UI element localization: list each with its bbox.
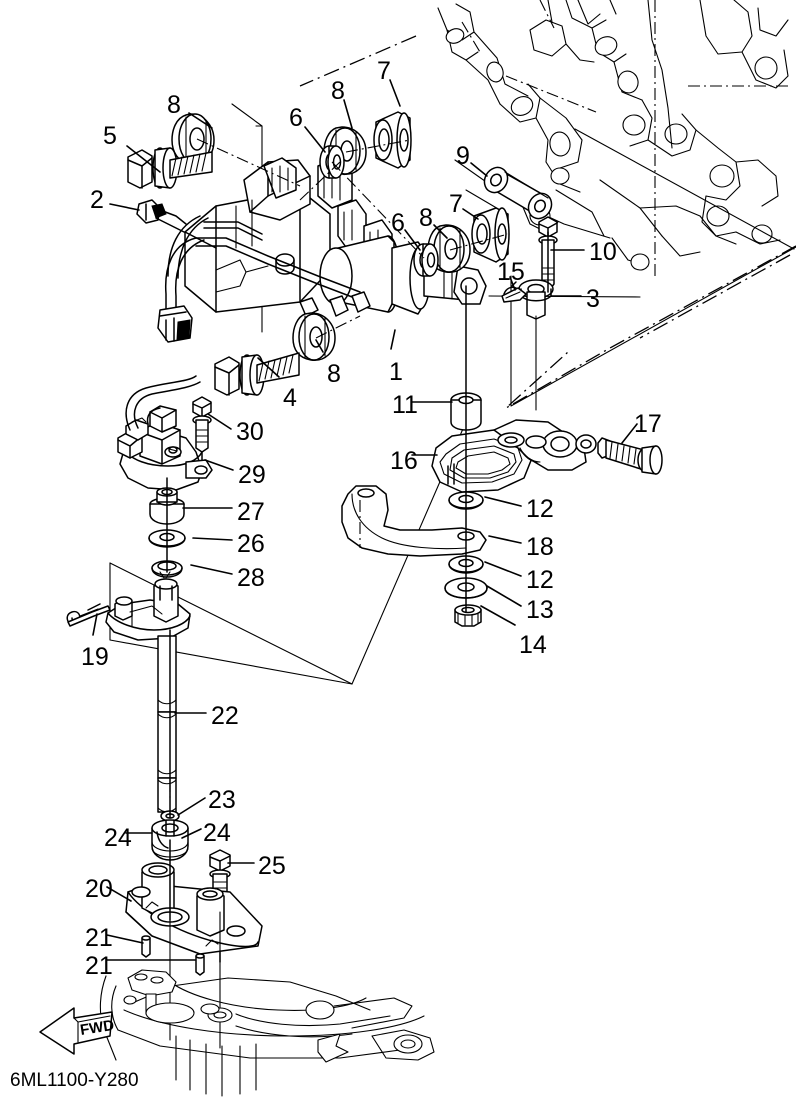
leader-line-17: [621, 423, 638, 444]
callout-number-8: 8: [327, 360, 341, 388]
leader-line-6: [304, 126, 326, 153]
fwd-label: FWD: [79, 1017, 116, 1039]
engine-block-phantom-outline: [437, 0, 789, 245]
leader-line-28: [190, 564, 233, 575]
part-20-lower-bracket: [125, 862, 263, 955]
part-29-sensor-bracket: [117, 375, 213, 491]
block-centerlines: [461, 0, 788, 280]
callout-number-25: 25: [258, 852, 286, 880]
callout-number-12: 12: [526, 566, 554, 594]
callout-number-21: 21: [85, 924, 113, 952]
leader-line-29: [204, 459, 234, 471]
leader-line-30: [207, 413, 232, 430]
lower-cowling-phantom: [99, 969, 435, 1097]
leader-line-7: [389, 79, 401, 107]
callout-number-23: 23: [208, 786, 236, 814]
callout-number-24: 24: [203, 819, 231, 847]
callout-number-30: 30: [236, 418, 264, 446]
part-22-shift-rod: [105, 578, 191, 813]
callout-number-27: 27: [237, 498, 265, 526]
callout-number-11: 11: [392, 391, 418, 419]
callout-number-16: 16: [390, 447, 418, 475]
leader-line-4: [257, 357, 280, 378]
callout-number-19: 19: [81, 643, 109, 671]
part-16-shift-lever: [431, 419, 597, 493]
part-9-link-rod: [483, 166, 553, 220]
callout-number-4: 4: [283, 384, 297, 412]
callout-number-28: 28: [237, 564, 265, 592]
leader-line-6: [404, 229, 421, 251]
callout-number-10: 10: [589, 238, 617, 266]
part-21-dowel-pins: [141, 935, 205, 976]
leader-line-12: [484, 561, 522, 577]
callout-number-9: 9: [456, 142, 470, 170]
callout-leader-lines: [92, 79, 638, 961]
callout-number-8: 8: [167, 91, 181, 119]
part-19-cotter-pin: [66, 603, 111, 627]
leader-line-23: [177, 797, 206, 816]
callout-number-12: 12: [526, 495, 554, 523]
callout-number-7: 7: [377, 57, 391, 85]
leader-line-9: [470, 162, 488, 177]
section-boundary-dashdot: [299, 35, 796, 409]
callout-number-14: 14: [519, 631, 547, 659]
leader-line-20: [106, 886, 132, 902]
callout-number-15: 15: [497, 258, 525, 286]
leader-line-19: [92, 613, 98, 636]
leader-line-2: [109, 203, 140, 211]
callout-number-21: 21: [85, 952, 113, 980]
part-4-bolt: [214, 352, 300, 396]
callout-number-3: 3: [586, 285, 600, 313]
callout-number-7: 7: [449, 190, 463, 218]
callout-number-24: 24: [104, 824, 132, 852]
part-7-collars: [373, 111, 510, 263]
part-7-collar-lower: [471, 207, 510, 263]
callout-number-13: 13: [526, 596, 554, 624]
callout-number-8: 8: [419, 204, 433, 232]
leader-line-15: [509, 276, 516, 291]
part-7-collar-upper: [373, 111, 412, 169]
part-1-actuator-body: [136, 157, 487, 343]
leader-line-18: [488, 535, 522, 544]
diagram-part-number: 6ML1100-Y280: [10, 1070, 139, 1091]
leader-line-21: [106, 934, 144, 944]
fwd-arrow-marker: FWD: [39, 1007, 116, 1055]
callout-number-26: 26: [237, 530, 265, 558]
leader-line-1: [390, 329, 396, 350]
leader-line-14: [480, 605, 516, 626]
callout-number-29: 29: [238, 461, 266, 489]
leader-line-24: [181, 828, 202, 839]
callout-number-17: 17: [634, 410, 662, 438]
leader-line-7: [462, 208, 479, 220]
part-18-lever-arm: [341, 485, 487, 557]
part-5-bolt: [127, 147, 213, 189]
leader-line-8: [315, 339, 324, 353]
callout-number-6: 6: [289, 104, 303, 132]
callout-number-20: 20: [85, 875, 113, 903]
part-8-bushing-upper-left: [171, 113, 215, 165]
callout-number-5: 5: [103, 122, 117, 150]
callout-number-22: 22: [211, 702, 239, 730]
leader-line-8: [343, 99, 353, 129]
leader-line-8: [188, 112, 213, 129]
callout-number-1: 1: [389, 358, 403, 386]
callout-number-18: 18: [526, 533, 554, 561]
leader-line-13: [486, 585, 522, 607]
callout-number-8: 8: [331, 77, 345, 105]
part-6-washers: [319, 145, 439, 277]
leader-line-12: [484, 496, 522, 507]
bushing-centerlines: [131, 138, 509, 800]
leader-line-8: [433, 224, 448, 239]
part-8-bushings: [171, 113, 471, 361]
part-14-nut: [454, 604, 482, 627]
part-6-washer-mid: [413, 243, 439, 277]
callout-number-6: 6: [391, 209, 405, 237]
leader-line-5: [126, 145, 161, 173]
callout-number-2: 2: [90, 186, 104, 214]
leader-line-26: [192, 537, 233, 541]
part-17-bolt: [597, 437, 663, 475]
